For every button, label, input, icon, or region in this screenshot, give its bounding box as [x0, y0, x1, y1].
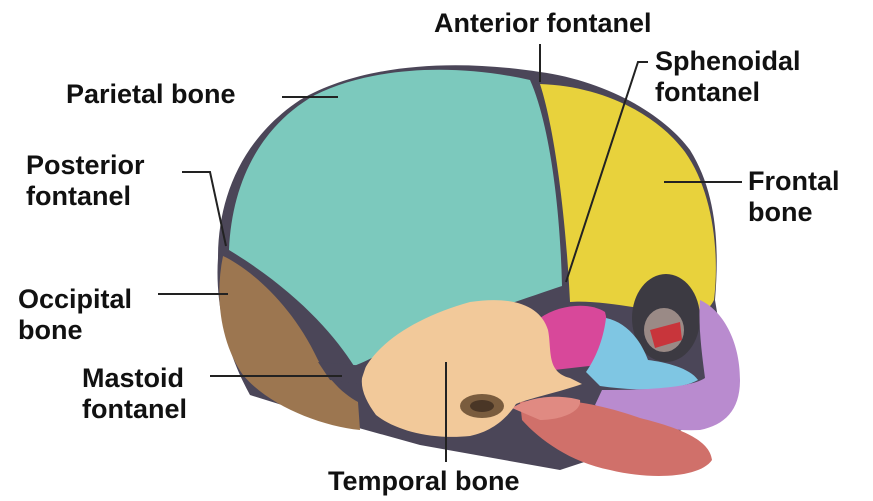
label-frontal-bone: Frontal bone [748, 166, 840, 228]
label-posterior-line2: fontanel [26, 181, 145, 212]
label-occipital-line1: Occipital [18, 284, 132, 315]
label-sphenoidal-fontanel: Sphenoidal fontanel [655, 46, 801, 108]
label-anterior-fontanel-text: Anterior fontanel [434, 8, 652, 39]
label-frontal-line1: Frontal [748, 166, 840, 197]
label-temporal-bone-text: Temporal bone [328, 466, 520, 497]
label-parietal-bone-text: Parietal bone [66, 79, 236, 110]
label-parietal-bone: Parietal bone [66, 79, 236, 110]
ear-canal-inner [470, 400, 494, 412]
label-occipital-line2: bone [18, 315, 132, 346]
label-frontal-line2: bone [748, 197, 840, 228]
label-sphenoidal-line1: Sphenoidal [655, 46, 801, 77]
label-anterior-fontanel: Anterior fontanel [434, 8, 652, 39]
label-posterior-fontanel: Posterior fontanel [26, 150, 145, 212]
label-temporal-bone: Temporal bone [328, 466, 520, 497]
label-sphenoidal-line2: fontanel [655, 77, 801, 108]
label-mastoid-line2: fontanel [82, 394, 187, 425]
label-posterior-line1: Posterior [26, 150, 145, 181]
label-mastoid-line1: Mastoid [82, 363, 187, 394]
label-mastoid-fontanel: Mastoid fontanel [82, 363, 187, 425]
label-occipital-bone: Occipital bone [18, 284, 132, 346]
